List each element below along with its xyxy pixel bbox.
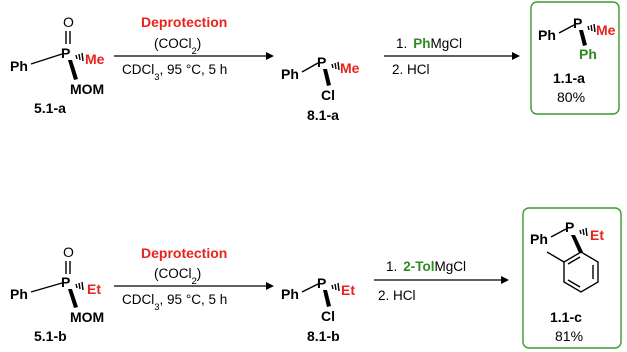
compound-id: 8.1-b — [307, 328, 340, 344]
product-box-1-1-c: Ph P Et 1.1-c 81% — [522, 207, 622, 349]
reagent-label: (COCl2) — [154, 266, 201, 287]
mom-label: MOM — [70, 81, 104, 97]
step-2-line-2: 2. HCl — [392, 62, 430, 77]
phosphorus-atom: P — [317, 275, 326, 291]
reagent-label: (COCl2) — [154, 36, 201, 57]
step-2-arrow: 1.PhMgCl 2. HCl — [384, 36, 520, 77]
hashed-bond — [587, 23, 596, 33]
step-1-arrow: Deprotection (COCl2) CDCl3, 95 °C, 5 h — [114, 245, 274, 313]
conditions-label: CDCl3, 95 °C, 5 h — [122, 292, 227, 313]
phenyl-label: Ph — [10, 286, 28, 302]
ethyl-label: Et — [341, 282, 355, 298]
row-2: O Ph P Et MOM 5.1-b Deprotection (COCl2)… — [10, 207, 622, 349]
chlorine-atom: Cl — [321, 87, 335, 103]
yield-label: 81% — [555, 328, 583, 344]
hashed-bond — [579, 227, 588, 237]
compound-id: 8.1-a — [307, 107, 339, 123]
wedge-bond — [68, 289, 78, 308]
hashed-bond — [75, 52, 84, 62]
wedge-bond — [571, 235, 583, 253]
step-2-line-1: 1.2-TolMgCl — [386, 259, 466, 274]
intermediate-8-1-a: Ph P Me Cl 8.1-a — [281, 54, 360, 123]
compound-id: 1.1-a — [553, 70, 585, 86]
wedge-bond — [323, 69, 331, 86]
oxygen-atom: O — [63, 14, 74, 30]
step-2-line-2: 2. HCl — [378, 288, 416, 303]
phenyl-label: Ph — [10, 58, 28, 74]
o-tolyl-ring — [546, 251, 599, 293]
starting-material-5-1-b: O Ph P Et MOM 5.1-b — [10, 244, 104, 344]
wedge-bond — [579, 30, 587, 46]
phosphorus-atom: P — [565, 219, 574, 235]
methyl-label: Me — [340, 60, 360, 76]
intermediate-8-1-b: Ph P Et Cl 8.1-b — [281, 275, 355, 344]
methyl-label: Me — [596, 22, 616, 38]
oxygen-atom: O — [63, 244, 74, 260]
chlorine-atom: Cl — [321, 308, 335, 324]
deprotection-label: Deprotection — [141, 245, 227, 261]
wedge-bond — [68, 60, 78, 80]
phosphorus-atom: P — [317, 54, 326, 70]
product-box-1-1-a: Ph P Me Ph 1.1-a 80% — [530, 1, 620, 115]
starting-material-5-1-a: O Ph P Me MOM 5.1-a — [10, 14, 105, 116]
deprotection-label: Deprotection — [141, 14, 227, 30]
ethyl-label: Et — [590, 227, 604, 243]
conditions-label: CDCl3, 95 °C, 5 h — [122, 62, 227, 83]
phenyl-label: Ph — [281, 286, 299, 302]
hashed-bond — [75, 281, 84, 291]
step-1-arrow: Deprotection (COCl2) CDCl3, 95 °C, 5 h — [114, 14, 274, 83]
phosphorus-atom: P — [573, 15, 582, 31]
step-2-line-1: 1.PhMgCl — [396, 36, 462, 51]
wedge-bond — [323, 290, 331, 307]
phenyl-label: Ph — [538, 27, 556, 43]
mom-label: MOM — [70, 309, 104, 325]
methyl-label: Me — [85, 51, 105, 67]
phenyl-2-label: Ph — [579, 46, 597, 62]
phosphorus-atom: P — [61, 274, 70, 290]
phenyl-label: Ph — [530, 231, 548, 247]
ethyl-label: Et — [87, 281, 101, 297]
compound-id: 5.1-b — [34, 328, 67, 344]
hashed-bond — [331, 282, 340, 292]
phenyl-label: Ph — [281, 66, 299, 82]
step-2-arrow: 1.2-TolMgCl 2. HCl — [374, 259, 509, 303]
hashed-bond — [331, 61, 340, 71]
phosphorus-atom: P — [61, 45, 70, 61]
yield-label: 80% — [557, 89, 585, 105]
compound-id: 5.1-a — [34, 100, 66, 116]
row-1: O Ph P Me MOM 5.1-a Deprotection (COCl2) — [10, 1, 620, 123]
compound-id: 1.1-c — [550, 309, 582, 325]
